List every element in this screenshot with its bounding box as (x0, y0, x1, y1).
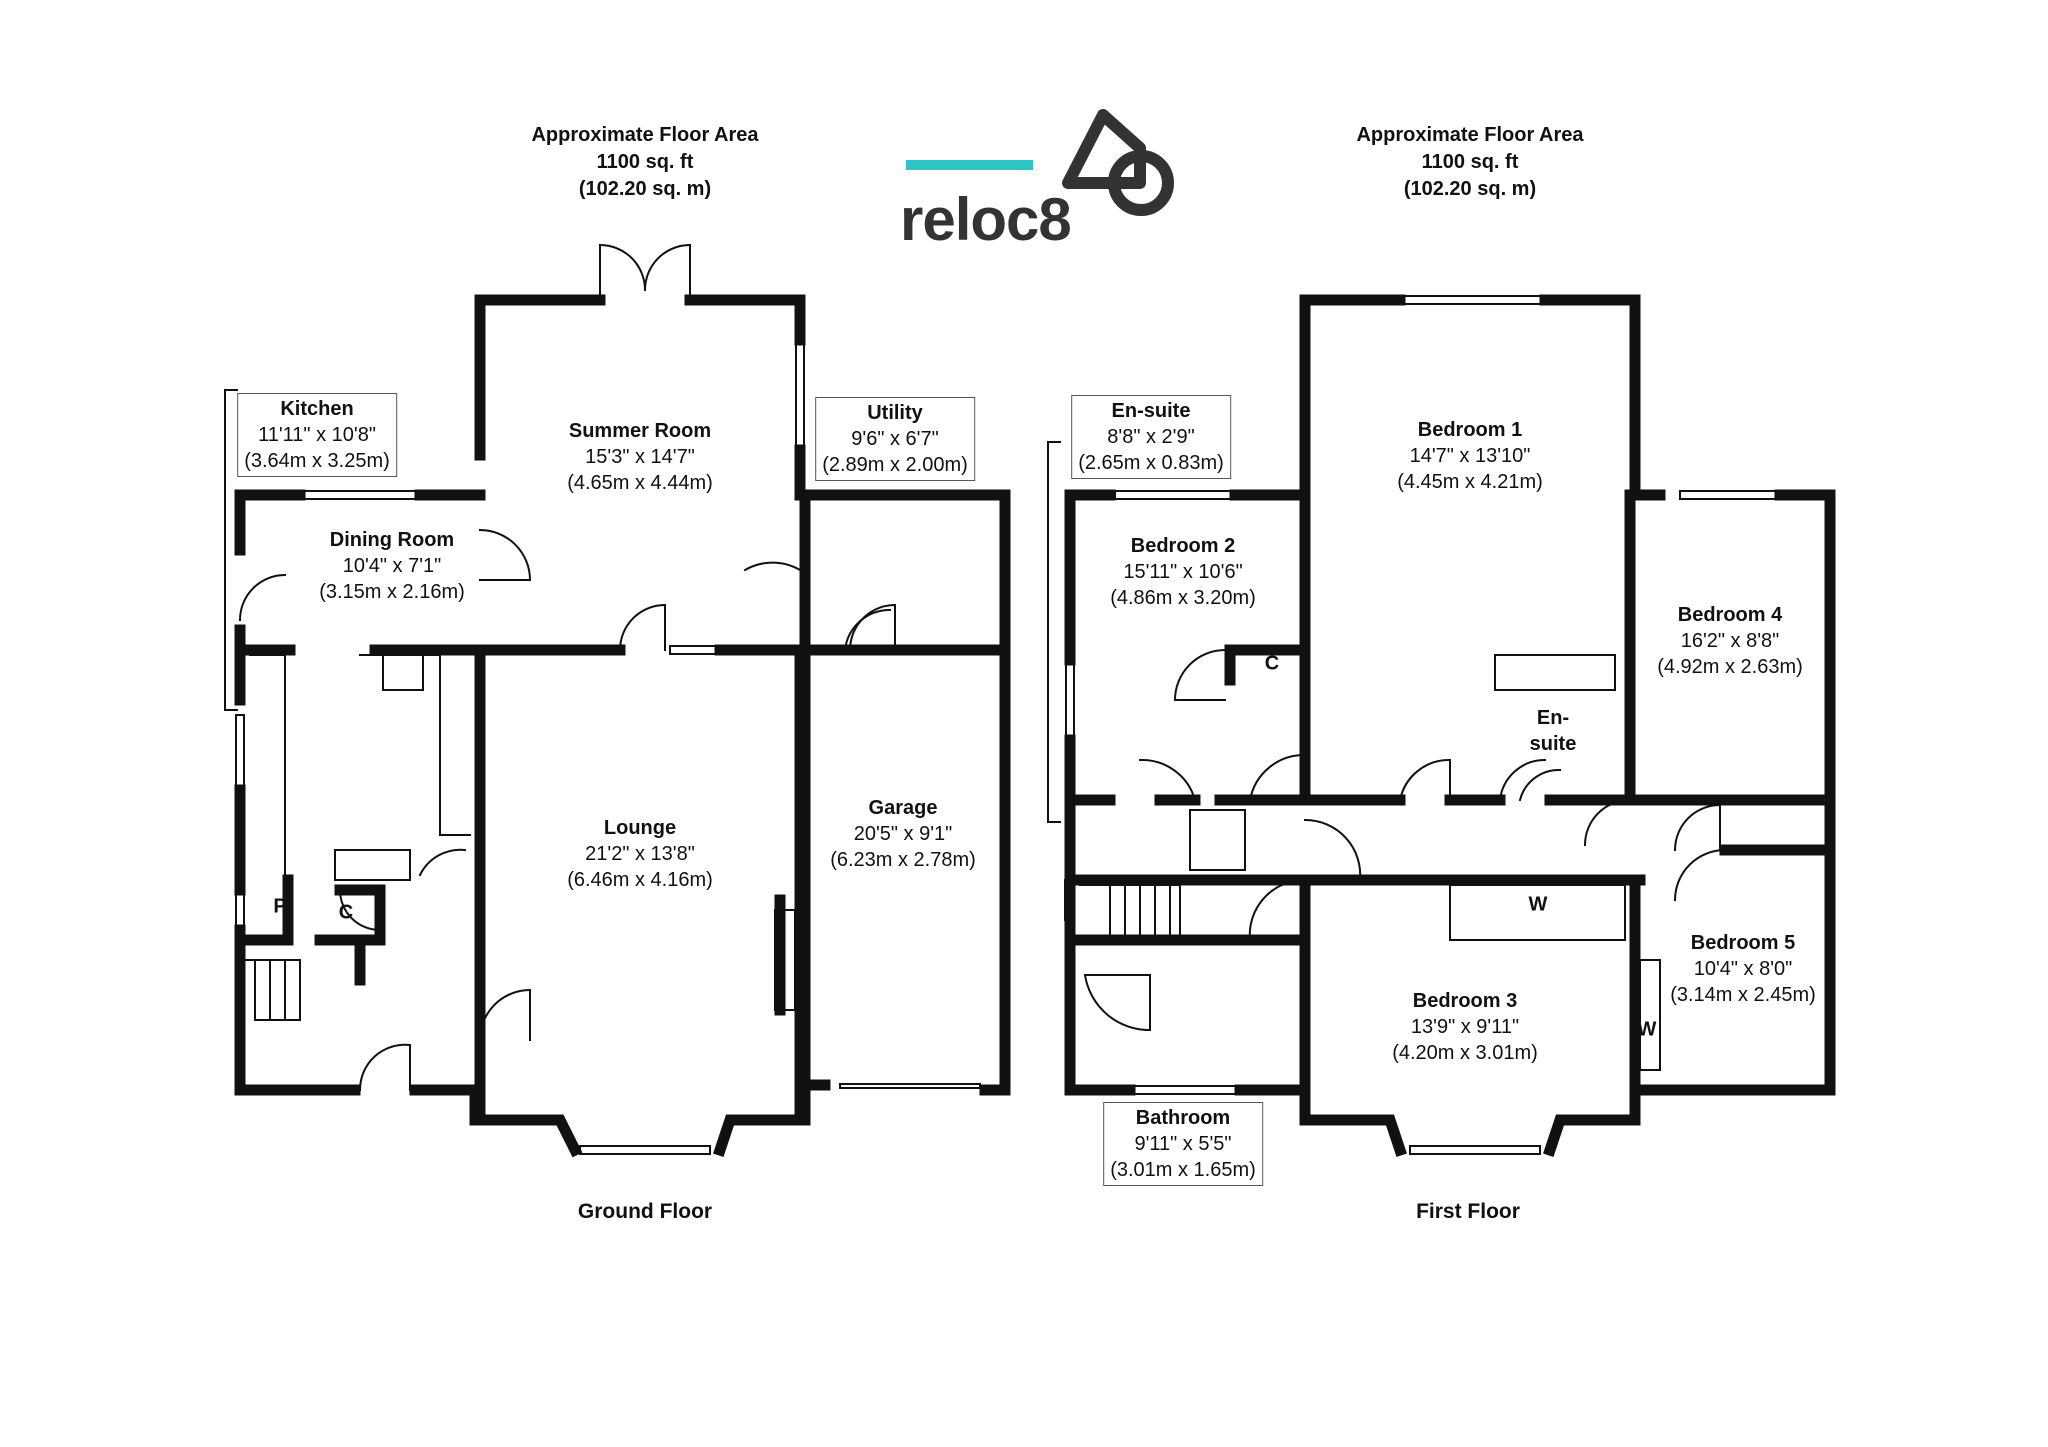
room-bathroom: Bathroom 9'11" x 5'5" (3.01m x 1.65m) (1103, 1102, 1263, 1186)
room-metric: (3.01m x 1.65m) (1110, 1159, 1256, 1181)
ground-floor-label: Ground Floor (577, 1200, 713, 1223)
ensuite-line2: suite (1529, 733, 1577, 755)
first-area-line3: (102.20 sq. m) (1403, 178, 1537, 200)
wardrobe-mark-bedroom5: W (1637, 1018, 1657, 1041)
room-imperial: 8'8" x 2'9" (1107, 426, 1195, 448)
room-kitchen: Kitchen 11'11" x 10'8" (3.64m x 3.25m) (237, 393, 397, 477)
room-bedroom-4: Bedroom 4 16'2" x 8'8" (4.92m x 2.63m) (1657, 602, 1803, 680)
reloc8-logo-mark (906, 109, 1174, 216)
wardrobe-mark-bedroom3: W (1528, 893, 1548, 916)
room-name: Bedroom 1 (1417, 419, 1523, 441)
room-bedroom-1: Bedroom 1 14'7" x 13'10" (4.45m x 4.21m) (1397, 417, 1543, 495)
room-summer-room: Summer Room 15'3" x 14'7" (4.65m x 4.44m… (567, 418, 713, 496)
room-metric: (4.45m x 4.21m) (1397, 471, 1543, 493)
room-metric: (3.15m x 2.16m) (319, 581, 465, 603)
first-floor-walls (1064, 294, 1836, 1157)
room-bedroom-5: Bedroom 5 10'4" x 8'0" (3.14m x 2.45m) (1670, 930, 1816, 1008)
room-imperial: 15'11" x 10'6" (1123, 561, 1243, 583)
room-utility: Utility 9'6" x 6'7" (2.89m x 2.00m) (815, 397, 975, 481)
room-metric: (2.65m x 0.83m) (1078, 452, 1224, 474)
ground-area-line3: (102.20 sq. m) (578, 178, 712, 200)
room-imperial: 9'6" x 6'7" (851, 428, 939, 450)
room-name: Bedroom 3 (1412, 990, 1518, 1012)
room-name: Bathroom (1135, 1107, 1231, 1129)
room-dining-room: Dining Room 10'4" x 7'1" (3.15m x 2.16m) (319, 527, 465, 605)
room-imperial: 11'11" x 10'8" (258, 424, 376, 446)
room-metric: (2.89m x 2.00m) (822, 454, 968, 476)
room-garage: Garage 20'5" x 9'1" (6.23m x 2.78m) (830, 795, 976, 873)
room-imperial: 14'7" x 13'10" (1409, 445, 1531, 467)
room-metric: (6.46m x 4.16m) (567, 869, 713, 891)
room-name: Bedroom 4 (1677, 604, 1783, 626)
room-name: Summer Room (568, 420, 712, 442)
room-metric: (4.65m x 4.44m) (567, 472, 713, 494)
room-name: Bedroom 2 (1130, 535, 1236, 557)
cupboard-mark-first: C (1264, 652, 1280, 675)
room-imperial: 20'5" x 9'1" (853, 823, 953, 845)
ensuite-line1: En- (1536, 707, 1570, 729)
room-name: Dining Room (329, 529, 455, 551)
thin-fixtures (224, 243, 1781, 1155)
room-imperial: 13'9" x 9'11" (1410, 1016, 1520, 1038)
room-ensuite-inner: En- suite (1530, 705, 1577, 757)
room-imperial: 16'2" x 8'8" (1680, 630, 1780, 652)
room-imperial: 9'11" x 5'5" (1134, 1133, 1232, 1155)
room-name: Utility (867, 402, 923, 424)
first-floor-label: First Floor (1416, 1200, 1520, 1223)
room-metric: (6.23m x 2.78m) (830, 849, 976, 871)
cupboard-mark-ground: C (338, 901, 354, 924)
first-area-line1: Approximate Floor Area (1356, 124, 1584, 146)
room-name: Bedroom 5 (1690, 932, 1796, 954)
room-metric: (3.14m x 2.45m) (1670, 984, 1816, 1006)
ground-area-heading: Approximate Floor Area 1100 sq. ft (102.… (465, 122, 825, 203)
room-name: Lounge (603, 817, 677, 839)
room-lounge: Lounge 21'2" x 13'8" (6.46m x 4.16m) (567, 815, 713, 893)
ground-area-line1: Approximate Floor Area (531, 124, 759, 146)
brand-wordmark: reloc8 (900, 186, 1072, 253)
room-metric: (4.92m x 2.63m) (1657, 656, 1803, 678)
room-name: Garage (868, 797, 938, 819)
room-metric: (3.64m x 3.25m) (244, 450, 390, 472)
pantry-mark: P (273, 895, 287, 918)
first-area-heading: Approximate Floor Area 1100 sq. ft (102.… (1290, 122, 1650, 203)
room-imperial: 15'3" x 14'7" (585, 446, 695, 468)
room-imperial: 21'2" x 13'8" (585, 843, 695, 865)
room-bedroom-2: Bedroom 2 15'11" x 10'6" (4.86m x 3.20m) (1110, 533, 1256, 611)
room-ensuite-main: En-suite 8'8" x 2'9" (2.65m x 0.83m) (1071, 395, 1231, 479)
first-area-line2: 1100 sq. ft (1421, 151, 1519, 173)
ground-area-line2: 1100 sq. ft (596, 151, 694, 173)
ground-floor-walls (234, 294, 1011, 1158)
room-imperial: 10'4" x 8'0" (1693, 958, 1793, 980)
room-bedroom-3: Bedroom 3 13'9" x 9'11" (4.20m x 3.01m) (1392, 988, 1538, 1066)
room-name: Kitchen (280, 398, 354, 420)
room-metric: (4.86m x 3.20m) (1110, 587, 1256, 609)
room-imperial: 10'4" x 7'1" (342, 555, 442, 577)
room-name: En-suite (1111, 400, 1191, 422)
room-metric: (4.20m x 3.01m) (1392, 1042, 1538, 1064)
